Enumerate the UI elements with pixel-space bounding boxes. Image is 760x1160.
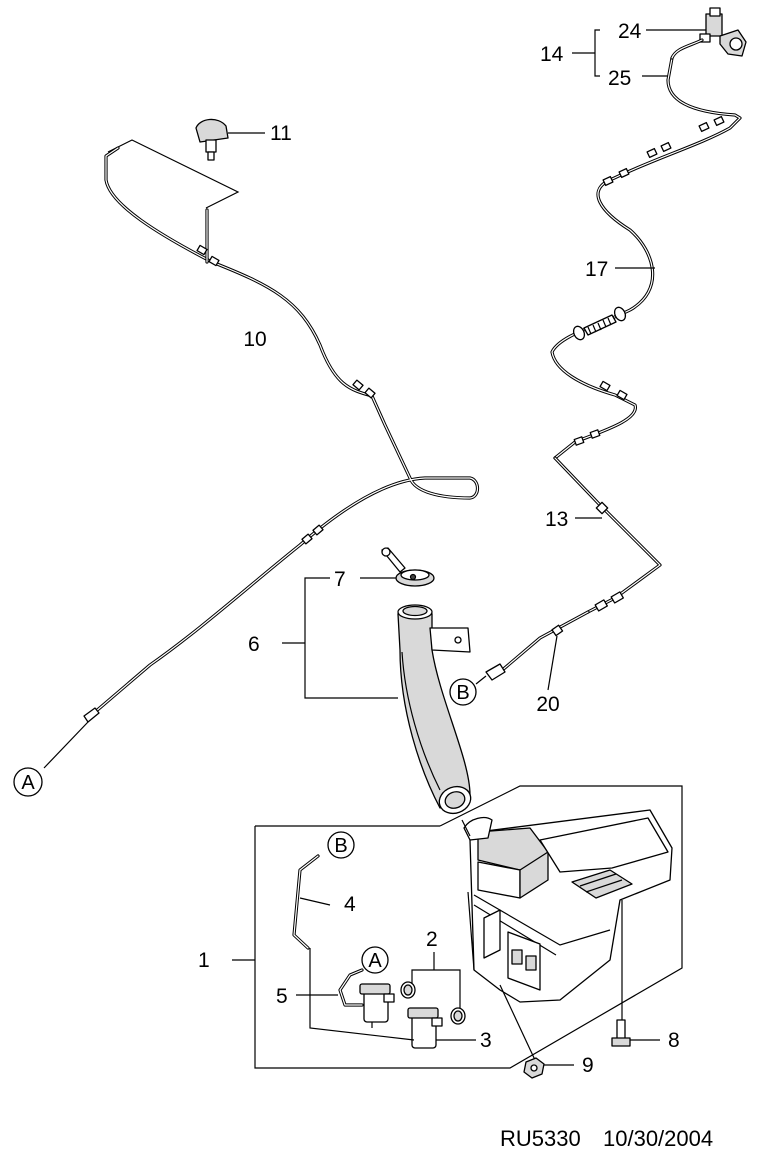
pump-hose-5	[296, 968, 364, 1007]
label-17: 17	[585, 258, 608, 281]
pump-hose-4	[292, 854, 415, 1041]
label-7: 7	[334, 568, 346, 591]
rear-washer-hose-20	[475, 610, 590, 691]
connector-b-right: B	[449, 678, 477, 706]
label-4: 4	[344, 893, 356, 916]
label-5: 5	[276, 985, 288, 1008]
bolt-8	[611, 1019, 660, 1047]
connector-b-box-label: B	[334, 835, 347, 857]
label-25: 25	[608, 67, 631, 90]
label-14: 14	[540, 43, 564, 66]
label-11: 11	[270, 122, 292, 145]
windshield-washer-hose-10	[43, 139, 480, 769]
washer-reservoir-1	[232, 785, 683, 1069]
washer-nozzle-11	[195, 118, 265, 161]
rear-washer-hose-13	[553, 456, 662, 614]
drawing-date: 10/30/2004	[603, 1126, 713, 1151]
connector-b-right-label: B	[456, 682, 469, 704]
label-6: 6	[248, 633, 260, 656]
washer-pump-3	[359, 983, 476, 1049]
connector-a-left: A	[13, 767, 43, 797]
connector-b-box: B	[327, 831, 355, 859]
connector-a-box: A	[361, 946, 389, 974]
label-1: 1	[198, 949, 210, 972]
label-20: 20	[536, 693, 559, 716]
label-13: 13	[545, 508, 568, 531]
label-9: 9	[582, 1054, 594, 1077]
filler-cap-7	[360, 547, 435, 587]
label-24: 24	[618, 20, 642, 43]
grommet-2	[400, 952, 466, 1025]
rear-washer-hose-17	[550, 56, 742, 460]
drawing-code: RU5330	[500, 1126, 581, 1151]
label-2: 2	[426, 928, 438, 951]
label-10: 10	[243, 328, 266, 351]
rear-nozzle-24	[646, 7, 747, 57]
nut-9	[523, 1057, 574, 1079]
bracket-14	[572, 29, 600, 77]
filler-neck-6	[282, 577, 472, 815]
connector-a-box-label: A	[368, 950, 382, 972]
rear-nozzle-hose-25	[642, 38, 704, 77]
connector-a-left-label: A	[21, 772, 35, 794]
label-8: 8	[668, 1029, 680, 1052]
label-3: 3	[480, 1029, 492, 1052]
